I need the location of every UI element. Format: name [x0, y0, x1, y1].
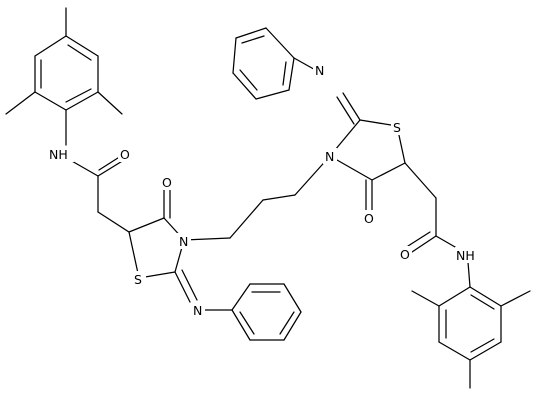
thiazolidinone-ring-right — [293, 57, 406, 213]
atom-s-ring-right: S — [393, 120, 401, 135]
atom-o-ring-right: O — [364, 211, 374, 226]
atom-n-imine-left: N — [193, 303, 202, 318]
atom-n-ring-left: N — [179, 234, 188, 249]
thiazolidinone-ring-left — [128, 189, 233, 311]
amide-linker-left — [65, 109, 130, 233]
phenyl-ring-right — [232, 27, 295, 100]
atom-o-amide-right: O — [400, 247, 410, 262]
atom-n-ring-right: N — [325, 149, 334, 164]
mesityl-ring-right — [411, 286, 531, 389]
atom-nh-right: NH — [456, 248, 475, 263]
mesityl-ring-left — [5, 7, 123, 115]
atom-o-amide-left: O — [120, 147, 130, 162]
atom-n-imine-right: N — [315, 63, 324, 78]
amide-linker-right — [404, 162, 471, 288]
atom-o-ring-left: O — [162, 175, 172, 190]
atom-labels: NH O O N S N N S N O O NH — [48, 62, 481, 318]
atom-s-ring-left: S — [134, 272, 142, 287]
atom-nh-left: NH — [49, 147, 68, 162]
butyl-chain — [183, 155, 331, 241]
phenyl-ring-left — [231, 283, 302, 341]
